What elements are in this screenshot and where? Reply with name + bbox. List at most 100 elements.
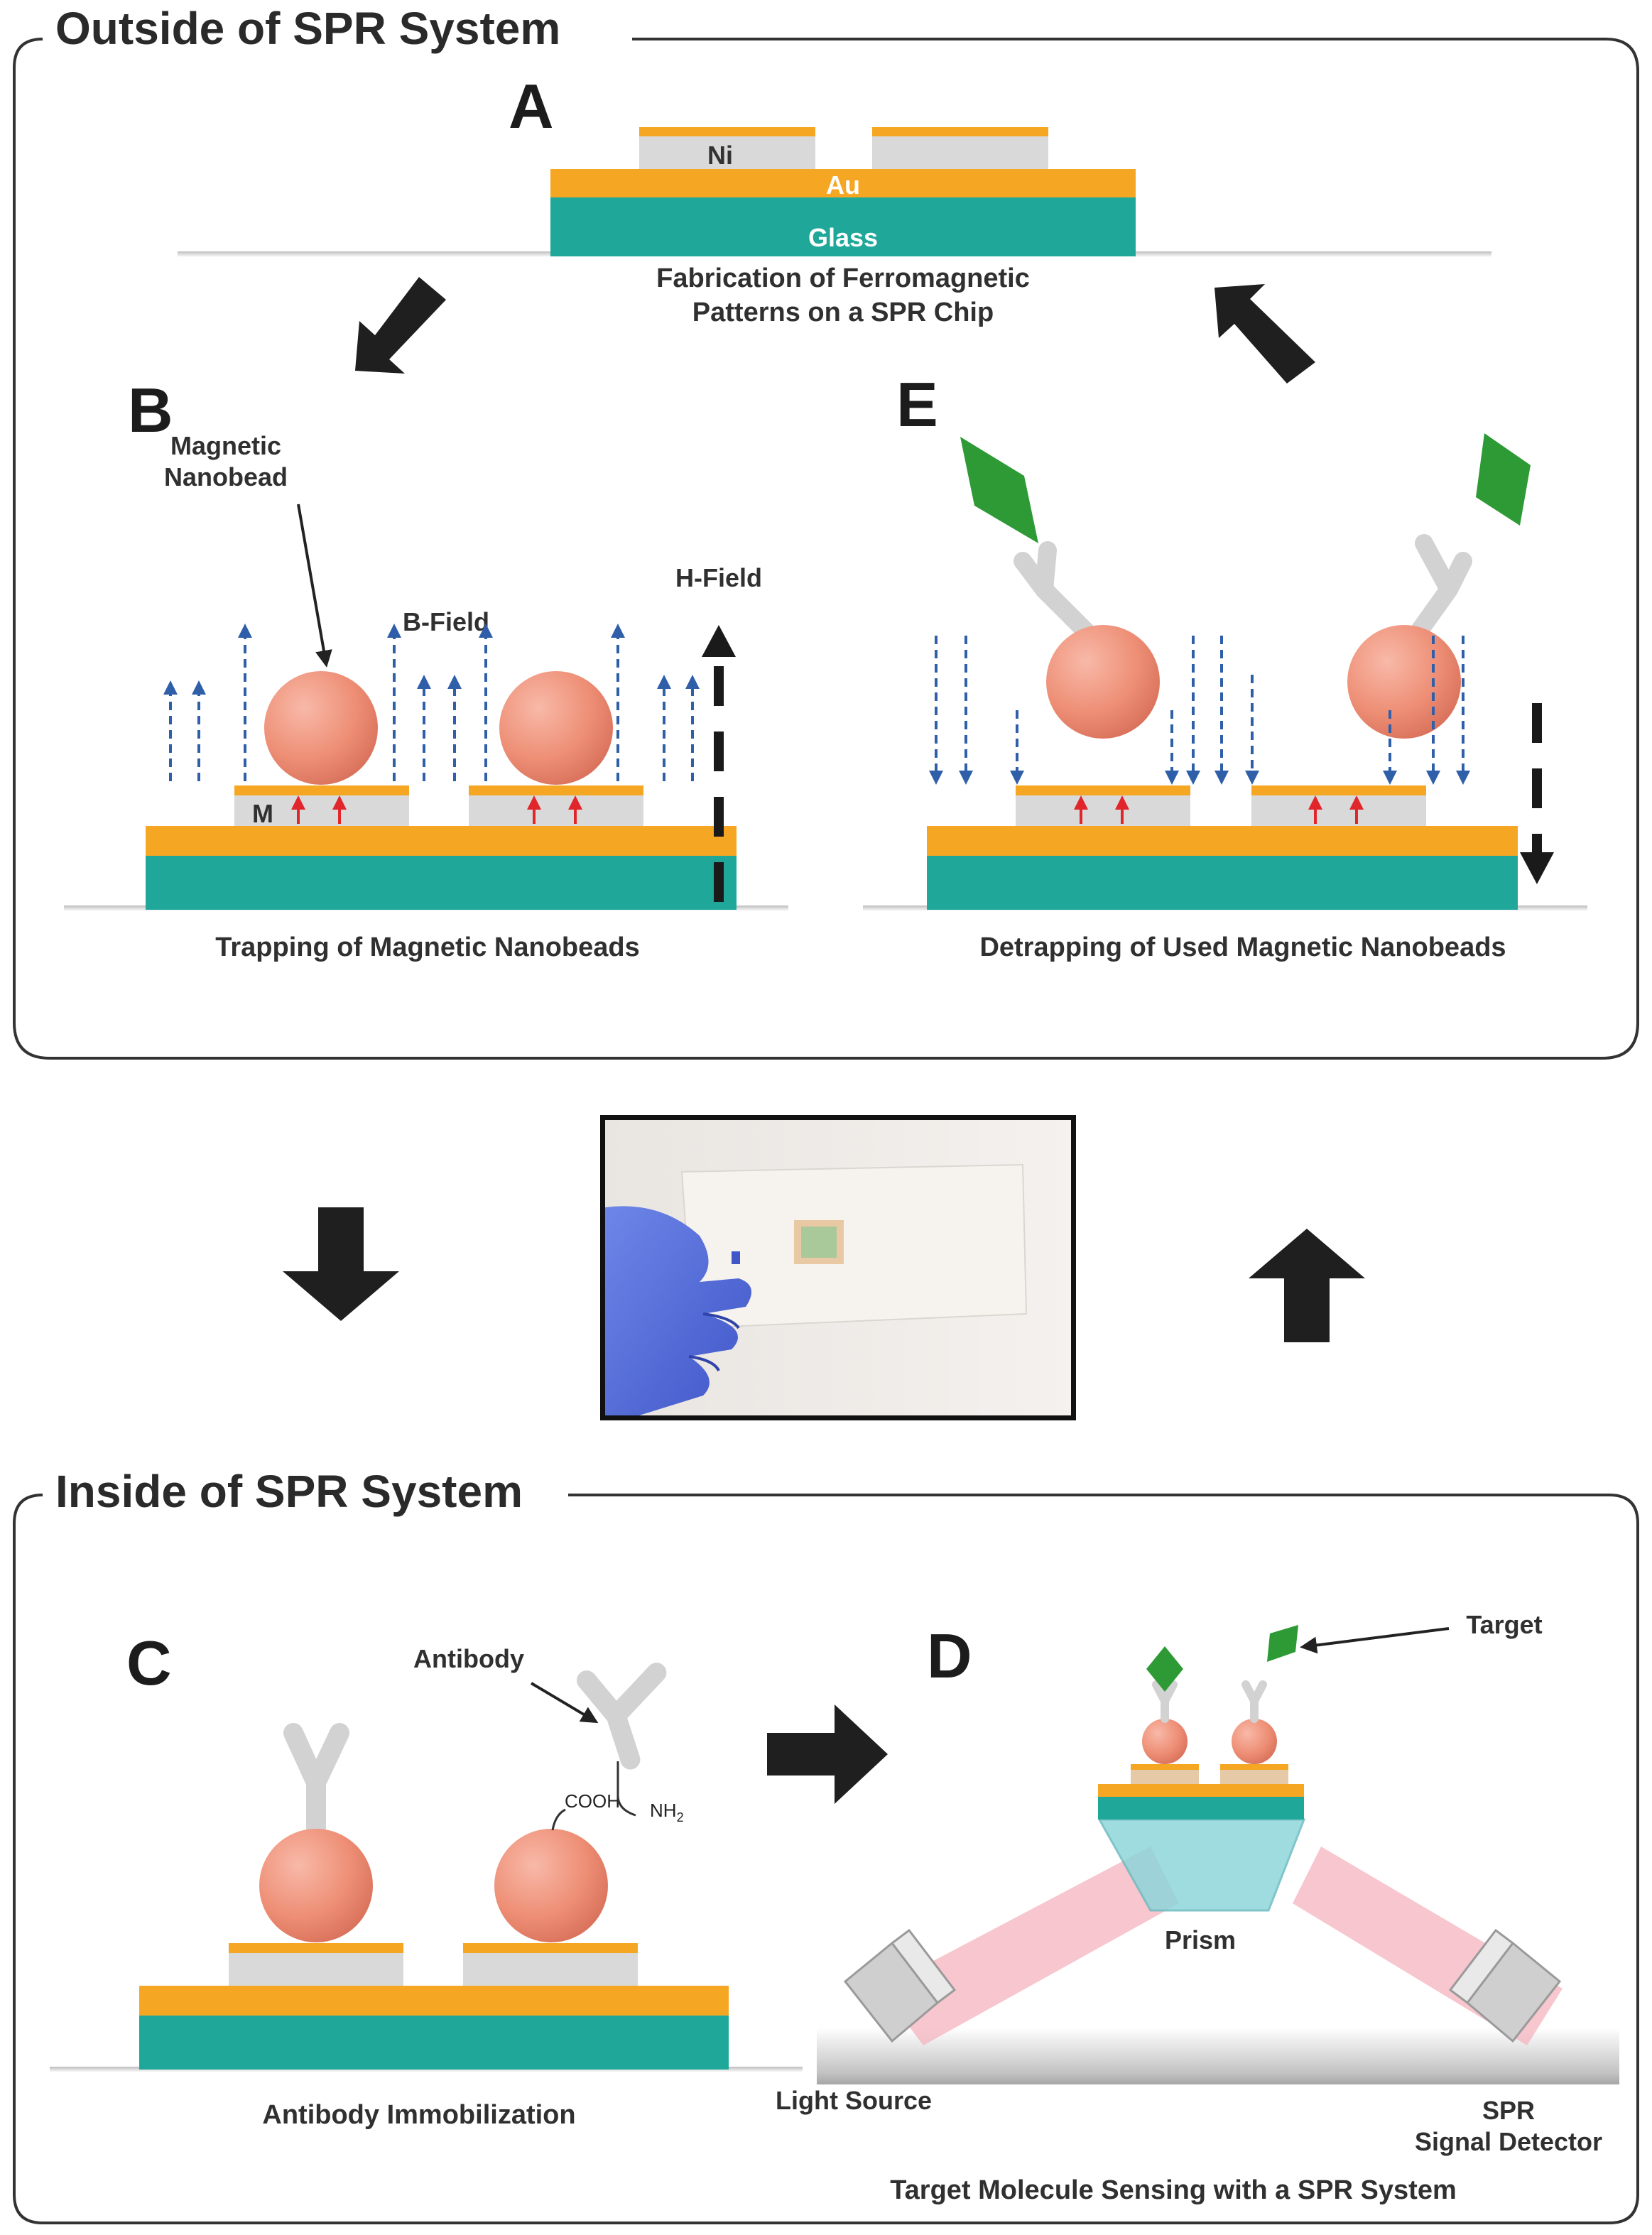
h-field-arrow-up-icon [702, 625, 736, 902]
panel-e-caption: Detrapping of Used Magnetic Nanobeads [979, 932, 1506, 962]
detector-label-line1: SPR [1482, 2096, 1535, 2125]
magnetic-nanobead [499, 671, 613, 785]
middle-row [283, 1115, 1365, 1420]
target-molecule [960, 437, 1038, 543]
nickel-cap [234, 785, 409, 795]
ni-label: Ni [707, 141, 733, 170]
target-pointer [1300, 1627, 1450, 1654]
antibody [283, 1723, 349, 1849]
incident-beam [881, 1847, 1179, 2045]
outside-section: Outside of SPR System [13, 3, 1639, 1060]
inside-section: Inside of SPR System [13, 1466, 1639, 2224]
magnetic-nanobead [1232, 1719, 1277, 1764]
nh2-label: NH2 [650, 1800, 684, 1825]
magnetic-nanobead [494, 1829, 608, 1942]
nickel-cap [1220, 1764, 1288, 1770]
magnetization-arrows [291, 795, 582, 824]
arrow-up-left-icon [1214, 284, 1315, 384]
nickel-cap [639, 127, 815, 136]
prism-label: Prism [1165, 1925, 1236, 1954]
nh2-linker [616, 1761, 636, 1817]
nickel-pattern [1220, 1768, 1288, 1784]
panel-d-letter: D [927, 1621, 972, 1691]
cooh-label: COOH [565, 1790, 620, 1812]
nickel-pattern [1131, 1768, 1199, 1784]
free-antibody [576, 1663, 667, 1770]
magnetic-nanobead [1347, 625, 1461, 739]
gold-layer [146, 826, 737, 856]
outside-title: Outside of SPR System [55, 3, 560, 54]
panel-c: C Antibody COOH NH2 Antibody Immobilizat… [50, 1628, 888, 2130]
antibody-on-bead [259, 1723, 373, 1942]
antibody [1241, 1680, 1267, 1723]
nickel-pattern [463, 1953, 638, 1986]
arrow-right-icon [767, 1704, 888, 1804]
detector-icon [1448, 1928, 1562, 2043]
gold-layer [1098, 1784, 1304, 1797]
glass-layer [1098, 1797, 1304, 1820]
magnetic-nanobead [264, 671, 378, 785]
antibody [1014, 541, 1103, 648]
gold-layer [139, 1986, 729, 2016]
arrow-down-left-icon [355, 277, 446, 374]
glass-layer [146, 856, 737, 910]
nickel-cap [469, 785, 643, 795]
nickel-pattern [234, 795, 409, 826]
bfield-label: B-Field [403, 607, 489, 636]
magnetic-nanobead [259, 1829, 373, 1942]
glass-layer [550, 197, 1136, 256]
glass-layer [927, 856, 1518, 910]
nickel-pattern [229, 1953, 403, 1986]
panel-a-caption-line1: Fabrication of Ferromagnetic [656, 263, 1030, 293]
bound-target [1146, 1646, 1183, 1692]
magnetic-nanobead [1046, 625, 1160, 739]
arrow-up-icon [1249, 1229, 1365, 1342]
nickel-pattern [1016, 795, 1190, 826]
panel-e: E [863, 369, 1587, 962]
panel-e-letter: E [896, 369, 938, 440]
chip-mark [732, 1251, 740, 1264]
panel-a-letter: A [509, 71, 554, 141]
h-field-arrow-down-icon [1520, 703, 1554, 884]
nanobead-pointer [297, 504, 332, 668]
glass-label: Glass [808, 223, 878, 252]
glove-fingers [688, 1312, 740, 1372]
cooh-linker [551, 1808, 566, 1831]
target-molecule [1476, 433, 1531, 526]
panel-c-letter: C [126, 1628, 172, 1698]
magnetic-nanobead [1142, 1719, 1188, 1764]
nickel-pattern [872, 135, 1048, 169]
antibody-pointer [530, 1682, 599, 1724]
floor-shadow [817, 2028, 1619, 2084]
panel-c-caption: Antibody Immobilization [262, 2100, 575, 2130]
panel-d: D Target Prism Light Source [776, 1610, 1619, 2205]
nickel-pattern [469, 795, 643, 826]
nickel-pattern [639, 135, 815, 169]
antibody-label: Antibody [413, 1644, 524, 1673]
antibody [1404, 534, 1472, 648]
gold-layer [927, 826, 1518, 856]
panel-b-caption: Trapping of Magnetic Nanobeads [215, 932, 640, 962]
inside-title: Inside of SPR System [55, 1466, 523, 1517]
free-target [1267, 1625, 1298, 1662]
nanobead-label-line1: Magnetic [170, 431, 281, 460]
b-field-arrows [163, 624, 700, 781]
detector-label-line2: Signal Detector [1415, 2127, 1602, 2156]
chip-sensor [801, 1227, 837, 1258]
used-nanobead-complex [1347, 433, 1531, 739]
used-nanobead-complex [960, 437, 1160, 739]
nickel-cap [463, 1943, 638, 1953]
spr-chip-photo [600, 1115, 1076, 1420]
panel-d-caption: Target Molecule Sensing with a SPR Syste… [890, 2175, 1457, 2205]
nickel-cap [872, 127, 1048, 136]
magnetization-arrows [1074, 795, 1364, 824]
panel-a-caption-line2: Patterns on a SPR Chip [692, 298, 994, 327]
au-label: Au [826, 170, 860, 200]
gold-layer [550, 169, 1136, 197]
glass-layer [139, 2016, 729, 2070]
light-source-icon [843, 1928, 957, 2043]
nickel-cap [229, 1943, 403, 1953]
nickel-cap [1131, 1764, 1199, 1770]
panel-a: A Ni Au Glass Fabrication of Ferromagnet… [178, 71, 1491, 384]
